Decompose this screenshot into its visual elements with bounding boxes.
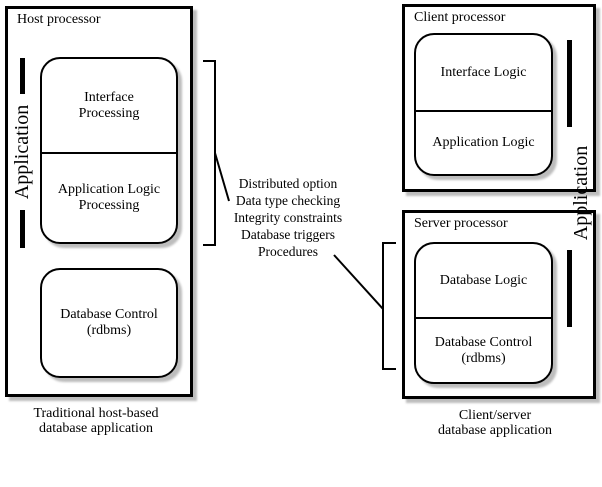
application-extent-bar-right-top [567,40,572,127]
annotation-connector-left [214,152,230,202]
host-processor-label: Host processor [17,12,101,27]
host-diagram-caption: Traditional host-based database applicat… [15,406,177,436]
interface-processing-line1: Interface [84,89,134,105]
client-processor-label: Client processor [414,10,506,25]
client-server-caption-line1: Client/server [458,408,532,423]
server-database-control-line2: (rdbms) [461,350,506,366]
application-logic-label: Application Logic [432,135,535,150]
database-control-line2: (rdbms) [86,323,132,338]
server-unit-bracket [382,242,396,370]
interface-processing-line2: Processing [78,105,140,121]
application-logic-line1: Application Logic [57,182,161,197]
interface-logic-label: Interface Logic [440,64,527,80]
application-extent-bar-left-top [20,58,25,94]
annotation-line: Procedures [258,244,318,259]
database-logic-cell: Database Logic [416,244,551,319]
server-database-control-cell: Database Control (rdbms) [416,319,551,382]
host-caption-line1: Traditional host-based [33,406,159,421]
application-side-label-right: Application [570,145,592,241]
application-extent-bar-right-bottom [567,250,572,327]
interface-processing-cell: Interface Processing [42,59,176,154]
database-control-line1: Database Control [60,307,158,322]
annotation-connector-right [333,254,384,310]
application-side-label-left: Application [11,104,33,200]
application-logic-cell: Application Logic [416,112,551,174]
annotation-line: Database triggers [240,227,336,242]
application-extent-bar-left-bottom [20,210,25,248]
server-logic-unit: Database Logic Database Control (rdbms) [414,242,553,384]
database-control-cell: Database Control (rdbms) [42,270,176,376]
annotation-line: Integrity constraints [233,210,343,225]
client-server-diagram-caption: Client/server database application [414,408,576,438]
host-processing-unit: Interface Processing Application Logic P… [40,57,178,244]
interface-logic-cell: Interface Logic [416,35,551,112]
host-caption-line2: database application [39,421,153,436]
database-logic-label: Database Logic [439,272,528,288]
server-processor-label: Server processor [414,216,508,231]
host-database-control-unit: Database Control (rdbms) [40,268,178,378]
annotation-line: Distributed option [238,176,338,191]
db-feature-annotation-list: Distributed option Data type checking In… [213,175,363,260]
annotation-line: Data type checking [235,193,341,208]
client-logic-unit: Interface Logic Application Logic [414,33,553,176]
server-database-control-line1: Database Control [434,334,533,350]
application-logic-processing-cell: Application Logic Processing [42,154,176,242]
application-logic-line2: Processing [78,198,140,213]
client-server-caption-line2: database application [438,423,552,438]
